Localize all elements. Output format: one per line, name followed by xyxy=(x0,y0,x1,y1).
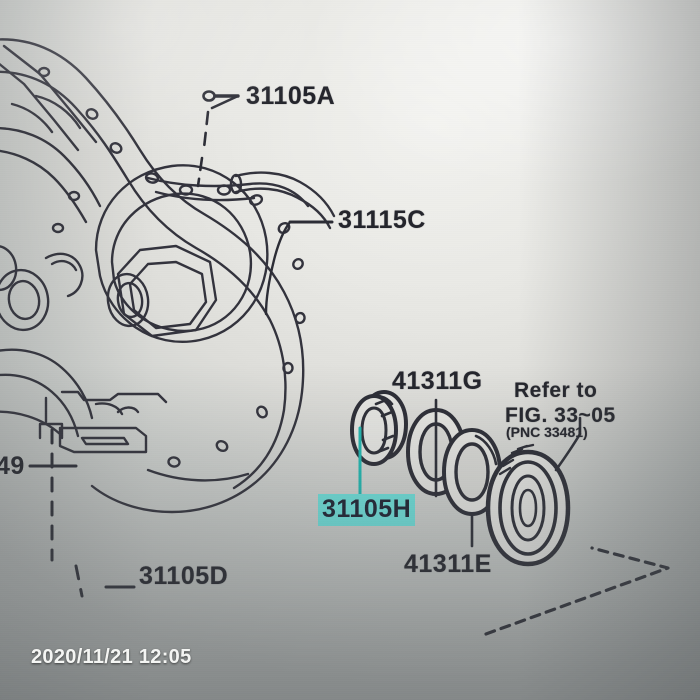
callout-label-31105h-highlighted: 31105H xyxy=(318,494,416,526)
callout-label-41311e: 41311E xyxy=(404,550,492,578)
leader-clipped-left xyxy=(28,428,84,598)
reference-note-line3: (PNC 33481) xyxy=(506,424,588,440)
callout-label-31115c: 31115C xyxy=(338,206,426,234)
callout-label-clipped-left: 49 xyxy=(0,452,25,480)
photo-timestamp: 2020/11/21 12:05 xyxy=(31,646,192,668)
reference-note-line1: Refer to xyxy=(514,379,598,402)
callout-label-31105d: 31105D xyxy=(139,562,229,590)
callout-label-41311g: 41311G xyxy=(392,367,483,395)
callout-label-31105a: 31105A xyxy=(246,82,336,110)
